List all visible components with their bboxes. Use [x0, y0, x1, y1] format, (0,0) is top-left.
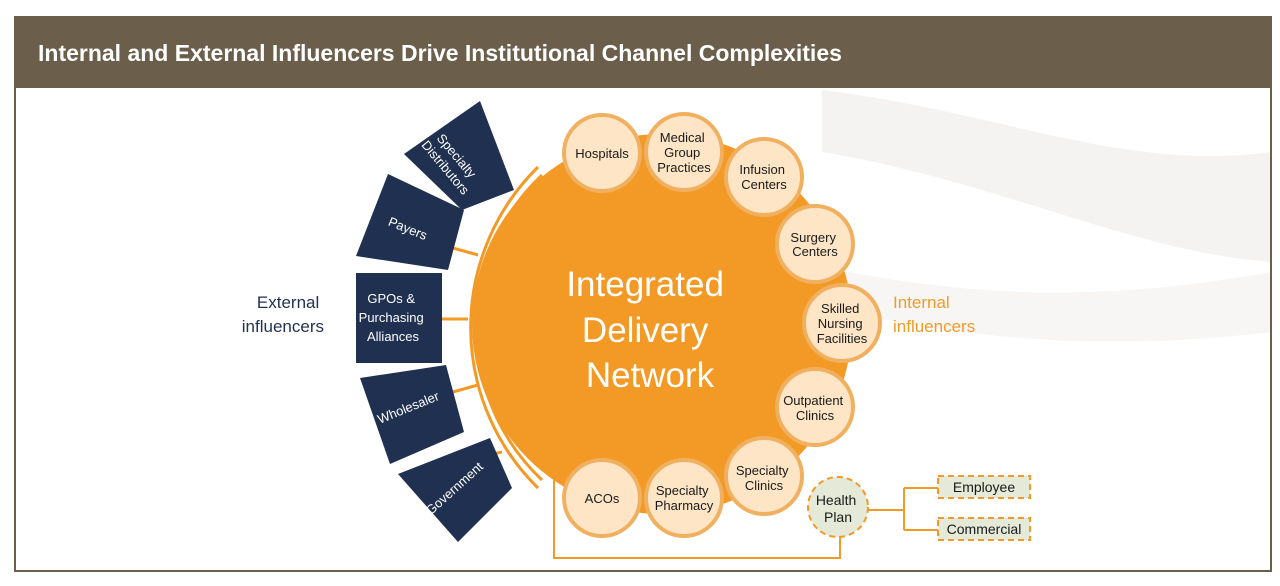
circle-outpatient-clinics — [775, 367, 855, 447]
internal-influencers-label: Internal influencers — [893, 293, 975, 336]
diagram-frame: Internal and External Influencers Drive … — [14, 16, 1272, 572]
internal-label-surgery-centers: Surgery Centers — [790, 230, 839, 259]
external-influencers-label: External influencers — [242, 293, 324, 336]
circle-specialty-pharmacy — [644, 458, 724, 538]
health-plan-label: Health Plan — [816, 492, 860, 525]
internal-label-medical-group-practices: Medical Group Practices — [657, 130, 711, 175]
center-circle — [472, 134, 852, 514]
page-title: Internal and External Influencers Drive … — [38, 40, 842, 66]
internal-label-specialty-pharmacy: Specialty Pharmacy — [655, 483, 714, 513]
external-box-wholesaler — [360, 365, 464, 464]
internal-label-skilled-nursing: Skilled Nursing Facilities — [817, 301, 868, 346]
internal-circles — [562, 112, 882, 538]
idn-diagram: Integrated Delivery Network Specialty D — [242, 90, 1270, 559]
center-line: Integrated — [566, 265, 724, 304]
circle-infusion-centers — [724, 137, 804, 217]
center-label: Integrated Delivery Network — [566, 265, 733, 395]
center-line: Delivery — [582, 311, 709, 350]
external-shapes — [356, 101, 514, 542]
circle-health-plan — [807, 476, 869, 538]
external-box-gpos — [356, 273, 442, 363]
health-plan-connector — [553, 476, 938, 559]
employee-box — [937, 475, 1031, 499]
internal-label-outpatient-clinics: Outpatient Clinics — [783, 393, 847, 423]
circle-surgery-centers — [775, 204, 855, 284]
external-label-gpos: GPOs & Purchasing Alliances — [359, 291, 428, 344]
internal-label-specialty-clinics: Specialty Clinics — [736, 463, 792, 493]
employee-label: Employee — [953, 479, 1015, 495]
circle-specialty-clinics — [724, 436, 804, 516]
commercial-label: Commercial — [947, 521, 1022, 537]
circle-acos — [562, 458, 642, 538]
internal-label-infusion-centers: Infusion Centers — [739, 162, 788, 192]
external-box-specialty-distributors — [404, 101, 514, 210]
external-box-payers — [356, 174, 464, 270]
commercial-box — [937, 517, 1031, 541]
header-bar: Internal and External Influencers Drive … — [16, 18, 1270, 88]
circle-medical-group-practices — [644, 112, 724, 192]
internal-label-acos: ACOs — [585, 491, 620, 506]
external-box-government — [398, 438, 512, 542]
circle-hospitals — [562, 113, 642, 193]
background-swoosh — [762, 90, 1270, 342]
center-line: Network — [586, 356, 715, 395]
internal-labels: Hospitals Medical Group Practices Infusi… — [575, 130, 868, 513]
internal-label-hospitals: Hospitals — [575, 146, 629, 161]
circle-skilled-nursing — [802, 283, 882, 363]
